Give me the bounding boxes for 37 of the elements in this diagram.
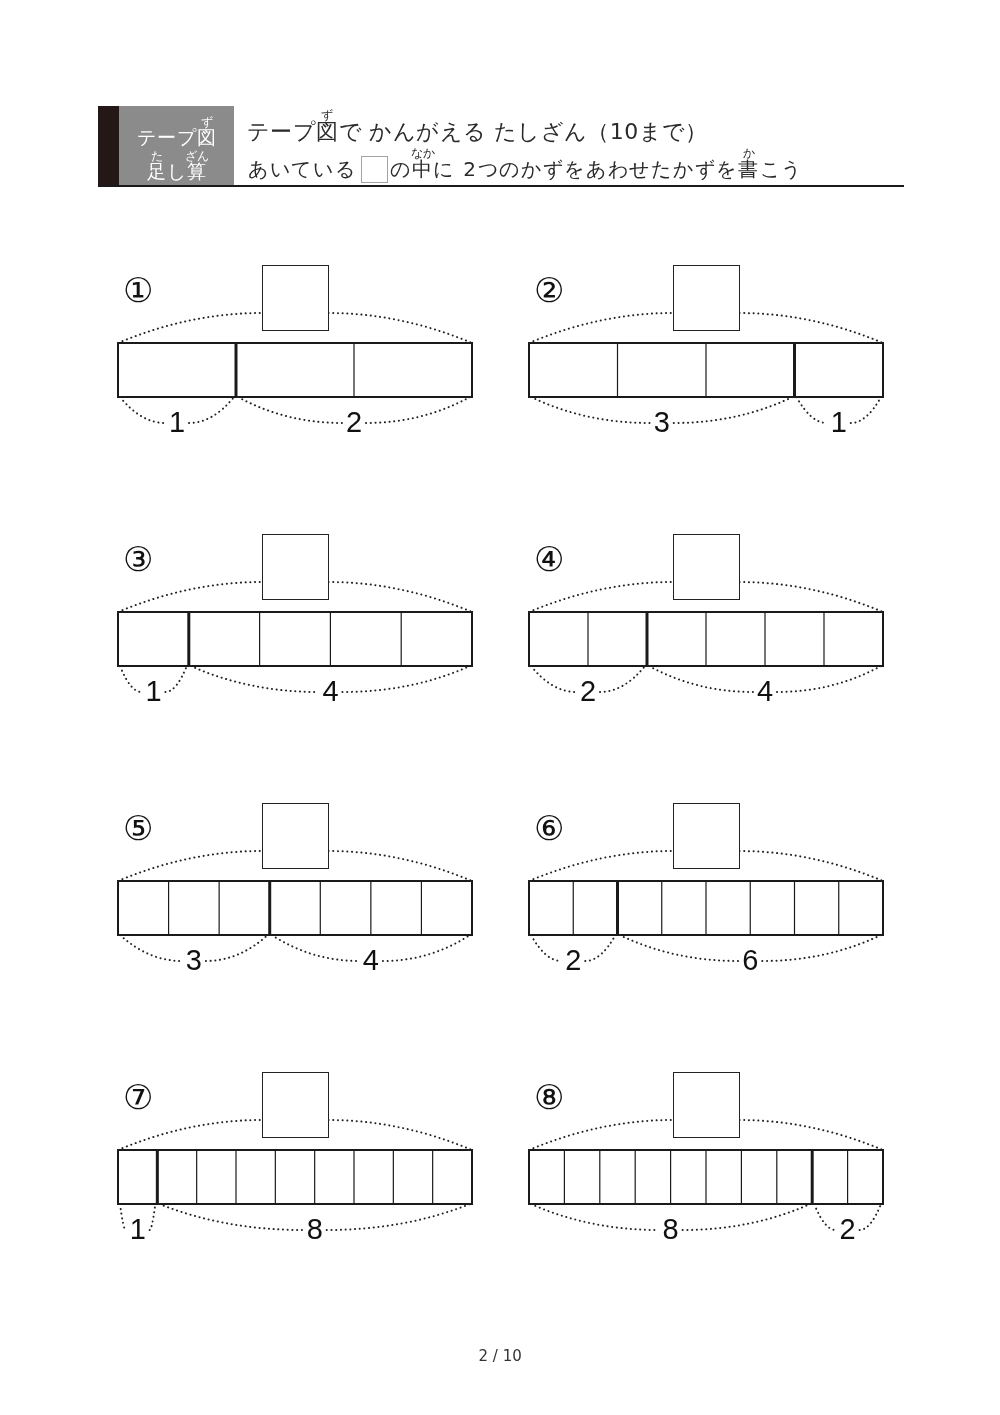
part-number: 6 [742,945,759,975]
heading-text: テープ図 [136,127,217,147]
page-number: 2 / 10 [478,1348,522,1364]
part-number: 2 [346,407,363,437]
part-number: 3 [185,945,202,975]
problem-number: ⑧ [534,1080,565,1114]
part-number: 3 [653,407,670,437]
part-number: 1 [145,676,162,706]
part-number: 4 [322,676,339,706]
part-number: 4 [757,676,774,706]
problem-number: ⑥ [534,811,565,845]
part-number: 1 [169,407,186,437]
problem-number: ⑤ [123,811,154,845]
furigana: なか [410,147,435,159]
instruction-text: あいている [248,159,357,179]
part-number: 2 [839,1214,856,1244]
part-number: 8 [662,1214,679,1244]
problem-number: ① [123,273,154,307]
furigana: ず [200,115,213,128]
part-number: 2 [565,945,582,975]
title: テープ図で かんがえる たしざん（10まで） [247,121,708,143]
furigana: ず [321,109,334,121]
part-number: 1 [129,1214,146,1244]
furigana: か [742,147,755,159]
part-number: 1 [830,407,847,437]
heading-band [98,106,234,186]
instruction-text: の中に 2つのかずをあわせたかずを書こう [390,159,804,179]
heading-text: 足し算 [146,161,207,181]
problem-number: ⑦ [123,1080,154,1114]
part-number: 8 [306,1214,323,1244]
part-number: 4 [362,945,379,975]
problem-number: ② [534,273,565,307]
problem-number: ③ [123,542,154,576]
furigana: た [150,149,163,162]
furigana: ざん [184,149,209,162]
problem-number: ④ [534,542,565,576]
part-number: 2 [580,676,597,706]
